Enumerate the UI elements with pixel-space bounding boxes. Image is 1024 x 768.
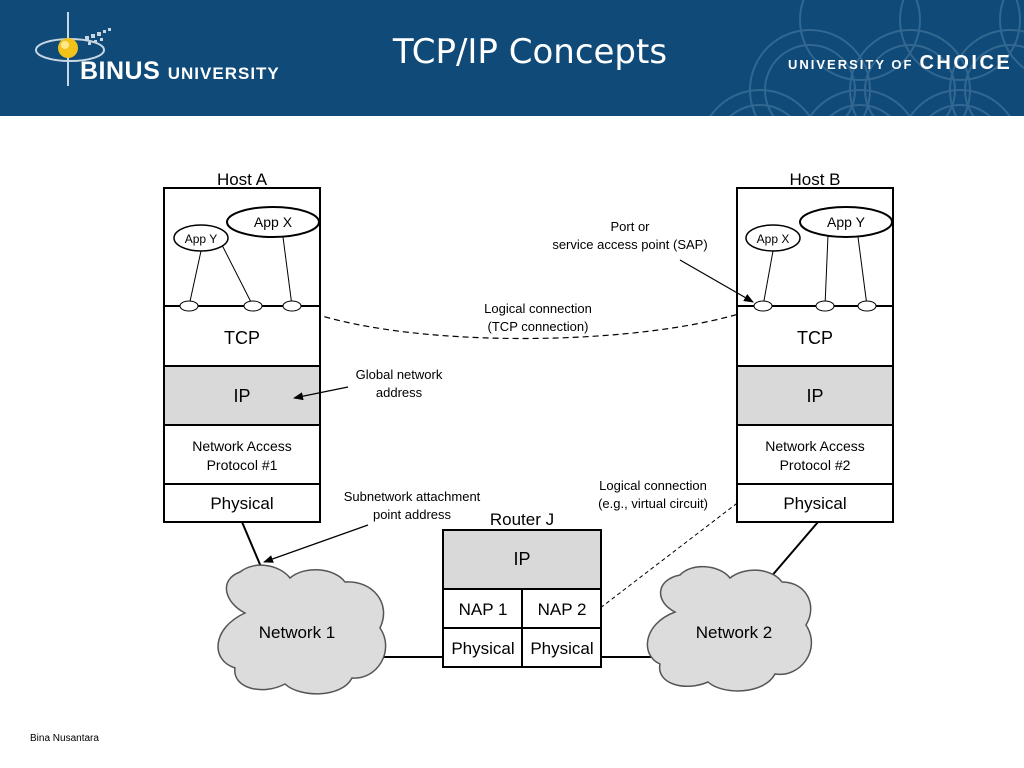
host-b-network2-link xyxy=(769,521,819,579)
network-2-cloud: Network 2 xyxy=(646,566,813,692)
binus-logo-icon xyxy=(35,12,111,86)
global-address-line1: Global network xyxy=(356,367,443,382)
host-a-app-x-oval xyxy=(226,206,320,238)
host-b-port xyxy=(815,300,835,312)
host-b-app-x-oval xyxy=(745,224,801,252)
router-nap1-label: NAP 1 xyxy=(459,600,508,619)
host-a-nap-layer xyxy=(163,424,321,485)
app-y-port-line xyxy=(188,250,202,307)
router-ip-layer xyxy=(442,529,602,590)
network-1-cloud: Network 1 xyxy=(217,564,387,695)
tcp-connection-line1: Logical connection xyxy=(484,301,592,316)
host-a-port xyxy=(179,300,199,312)
app-y-port-line xyxy=(221,244,254,307)
logo-university: UNIVERSITY xyxy=(167,64,280,83)
host-b-port xyxy=(753,300,773,312)
host-a-stack: Host A App Y App X TCP IP Network Access… xyxy=(163,170,321,523)
host-b-nap-label-line1: Network Access xyxy=(765,438,865,454)
router-physical1-label: Physical xyxy=(451,639,514,658)
host-b-physical-label: Physical xyxy=(783,494,846,513)
virtual-circuit-line1: Logical connection xyxy=(599,478,707,493)
header-banner: BINUS UNIVERSITY TCP/IP Concepts UNIVERS… xyxy=(0,0,1024,116)
annotation-port: Port or service access point (SAP) xyxy=(552,219,754,303)
slide-title: TCP/IP Concepts xyxy=(392,32,668,72)
host-b-app-y-label: App Y xyxy=(827,214,866,230)
tcp-connection-line2: (TCP connection) xyxy=(488,319,589,334)
host-b-ip-layer xyxy=(736,365,894,426)
router-physical2-layer xyxy=(521,627,602,668)
host-a-ip-label: IP xyxy=(233,386,250,406)
router-j-label: Router J xyxy=(490,510,554,529)
subnet-address-line1: Subnetwork attachment xyxy=(344,489,481,504)
host-b-ip-label: IP xyxy=(806,386,823,406)
host-a-physical-layer xyxy=(163,483,321,523)
host-a-nap-label-line2: Protocol #1 xyxy=(207,457,278,473)
network-1-label: Network 1 xyxy=(259,623,336,642)
global-address-arrow xyxy=(293,386,349,401)
host-a-physical-label: Physical xyxy=(210,494,273,513)
router-j-stack: Router J IP NAP 1 NAP 2 Physical Physica… xyxy=(442,510,602,668)
tcp-ip-diagram: Network 1 Network 2 Host A App Y App X T… xyxy=(163,170,894,695)
host-b-stack: Host B App X App Y TCP IP Network Access… xyxy=(736,170,894,523)
host-b-nap-layer xyxy=(736,424,894,485)
logo-brand: BINUS xyxy=(80,57,161,85)
port-annotation-line2: service access point (SAP) xyxy=(552,237,707,252)
host-a-app-x-label: App X xyxy=(254,214,293,230)
banner-arc-pattern xyxy=(709,0,1024,116)
host-a-nap-label-line1: Network Access xyxy=(192,438,292,454)
host-b-port xyxy=(857,300,877,312)
subnet-address-arrow xyxy=(263,524,369,563)
logo-wordmark: BINUS UNIVERSITY xyxy=(80,57,280,86)
host-b-tcp-layer xyxy=(736,305,894,367)
host-b-label: Host B xyxy=(789,170,840,189)
host-a-tcp-label: TCP xyxy=(224,328,260,348)
host-a-app-y-label: App Y xyxy=(185,232,217,246)
annotation-global-address: Global network address xyxy=(293,367,443,401)
host-a-label: Host A xyxy=(217,170,268,189)
tagline-prefix: UNIVERSITY OF xyxy=(788,57,914,72)
app-x-port-line xyxy=(762,250,774,307)
app-y-port-line xyxy=(824,234,829,307)
port-annotation-line1: Port or xyxy=(610,219,650,234)
app-y-port-line xyxy=(857,236,868,307)
router-physical1-layer xyxy=(442,627,523,668)
router-nap2-layer xyxy=(521,588,602,629)
host-a-app-y-oval xyxy=(173,224,229,252)
router-nap2-label: NAP 2 xyxy=(538,600,587,619)
banner-decoration xyxy=(709,0,1024,116)
network-2-label: Network 2 xyxy=(696,623,773,642)
tagline-emphasis: CHOICE xyxy=(919,52,1013,74)
host-a-port xyxy=(243,300,263,312)
annotation-subnet-address: Subnetwork attachment point address xyxy=(263,489,481,563)
port-arrow xyxy=(679,259,754,303)
host-a-port xyxy=(282,300,302,312)
host-a-tcp-layer xyxy=(163,305,321,367)
host-b-nap-label-line2: Protocol #2 xyxy=(780,457,851,473)
footer-text: Bina Nusantara xyxy=(30,733,99,744)
host-b-app-y-oval xyxy=(799,206,893,238)
host-b-physical-layer xyxy=(736,483,894,523)
cloud-shape xyxy=(646,566,813,692)
host-b-app-x-label: App X xyxy=(757,232,790,246)
subnet-address-line2: point address xyxy=(373,507,452,522)
tagline: UNIVERSITY OF CHOICE xyxy=(788,52,1012,75)
router-physical2-label: Physical xyxy=(530,639,593,658)
annotation-virtual-circuit: Logical connection (e.g., virtual circui… xyxy=(598,478,708,511)
cloud-shape xyxy=(217,564,387,695)
annotation-tcp-connection: Logical connection (TCP connection) xyxy=(484,301,592,334)
tcp-logical-connection-line xyxy=(295,306,761,340)
router-ip-label: IP xyxy=(513,549,530,569)
host-b-tcp-label: TCP xyxy=(797,328,833,348)
app-x-port-line xyxy=(282,236,293,307)
global-address-line2: address xyxy=(376,385,423,400)
virtual-circuit-line2: (e.g., virtual circuit) xyxy=(598,496,708,511)
